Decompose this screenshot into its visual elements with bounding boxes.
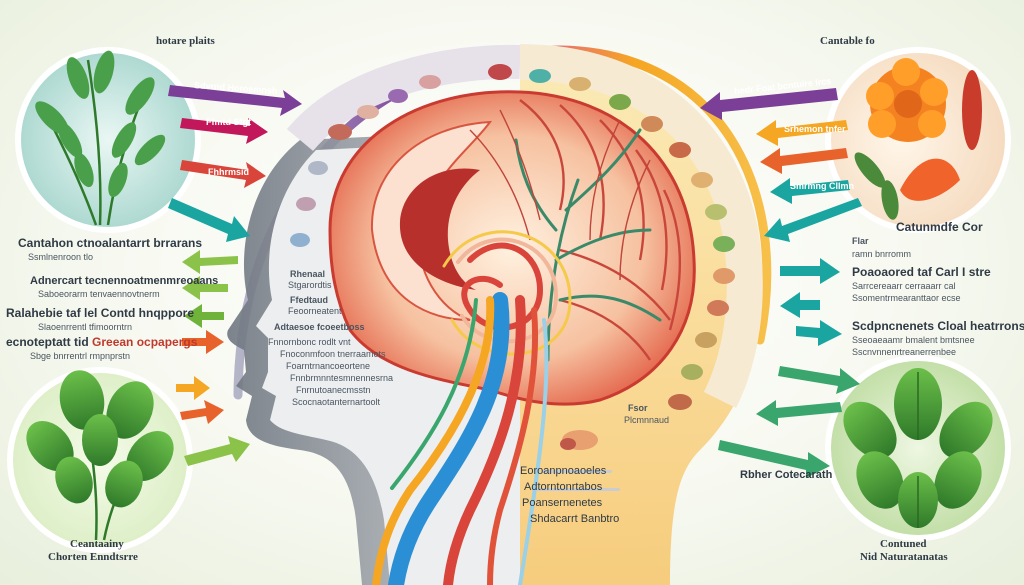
right-small-2: ramn bnrromm bbox=[852, 249, 912, 259]
right-sub-2a: Sarrcereaarr cerraaarr cal bbox=[852, 281, 956, 291]
fern-herb-icon bbox=[15, 47, 201, 233]
left-sub-1: Ssmlnenroon tlo bbox=[28, 252, 94, 262]
bottom-label-1: Eoroanpnoaoeles bbox=[520, 465, 607, 477]
center-text-4: Foarntrnancoeortene bbox=[286, 361, 371, 371]
right-small-1: Flar bbox=[852, 236, 869, 246]
center-text-1: Adtaesoe fcoeetboss bbox=[274, 322, 365, 332]
left-heading-3: Ralahebie taf lel Contd hnqppore bbox=[6, 306, 195, 320]
left-arrow-3-label: Fhhrmsid bbox=[208, 167, 250, 177]
left-heading-4: ecnoteptatt tid Greean ocpapergs bbox=[6, 336, 197, 348]
bottom-label-2: Adtorntonrtabos bbox=[524, 481, 603, 493]
center-text-3: Fnoconmfoon tnerraamots bbox=[280, 349, 386, 359]
basil-leaves-icon bbox=[825, 355, 1011, 541]
bottom-left-label-2: Chorten Enndtsrre bbox=[48, 551, 138, 563]
left-heading-4-text: ecnoteptatt tid bbox=[6, 335, 89, 349]
brain-fold-dark bbox=[399, 168, 480, 290]
right-sub-3a: Sseoaeaamr bmalent bmtsnee bbox=[852, 335, 975, 345]
left-heading-4-red: Greean ocpapergs bbox=[92, 335, 198, 349]
head-label-4: Feoorneatent bbox=[288, 306, 342, 316]
filler-lines bbox=[536, 470, 620, 491]
leafy-herb-icon bbox=[7, 367, 193, 553]
brain-stem-bundle bbox=[372, 292, 549, 585]
left-sub-2: Saboeorarm tenvaennovtnerm bbox=[38, 289, 160, 299]
head-label-1: Rhenaal bbox=[290, 269, 326, 279]
right-heading-3: Scdpncnenets Cloal heatrrons bbox=[852, 319, 1024, 333]
center-text-6: Fnrnutoanecmsstn bbox=[296, 385, 371, 395]
center-text-2: Fnnornbonc rodlt vnt bbox=[268, 337, 351, 347]
bottom-label-3: Poansernenetes bbox=[522, 497, 603, 509]
left-sub-4: Sbge bnrrentrl rmpnprstn bbox=[30, 351, 131, 361]
bottom-right-label-2: Nid Naturatanatas bbox=[860, 551, 948, 563]
bottom-right-head-1: Fsor bbox=[628, 403, 648, 413]
bottom-left-label-1: Ceantaainy bbox=[70, 538, 124, 550]
right-heading-1: Catunmdfe Cor bbox=[896, 220, 983, 234]
head-label-3: Ffedtaud bbox=[290, 295, 328, 305]
head-label-2: Stgarordtis bbox=[288, 280, 332, 290]
right-arrow-2-label: Srhemon tnfer bbox=[784, 124, 846, 134]
center-text-7: Scocnaotanternartoolt bbox=[292, 397, 381, 407]
bottom-food-items bbox=[560, 430, 598, 450]
bottom-label-4: Shdacarrt Banbtro bbox=[530, 513, 620, 525]
marigold-flower-icon bbox=[825, 47, 1011, 233]
head-rim-band-left bbox=[286, 44, 521, 152]
top-right-title: Cantable fo bbox=[820, 35, 875, 47]
left-arrows bbox=[168, 85, 302, 466]
right-sub-3b: Sscnvnnenrtreanerrenbee bbox=[852, 347, 957, 357]
left-heading-2: Adnercart tecnennoatmenmreoaans bbox=[30, 275, 219, 287]
bottom-right-head-2: Plcmnnaud bbox=[624, 415, 670, 425]
right-sub-2b: Ssomentrmearanttaor ecse bbox=[852, 293, 961, 303]
center-text-5: Fnnbrmnntesmnennesrna bbox=[290, 373, 394, 383]
left-sub-3: Slaoenrrentl tfimoorntrn bbox=[38, 322, 133, 332]
brain-capillaries bbox=[469, 109, 651, 281]
rim-food-items bbox=[290, 64, 735, 410]
right-arrow-4-label: Rbher Cotecarath bbox=[740, 469, 833, 481]
head-rim-band-right bbox=[519, 44, 763, 409]
top-left-title: hotare plaits bbox=[156, 35, 215, 47]
right-arrows bbox=[700, 88, 862, 478]
left-heading-1: Cantahon ctnoalantarrt brrarans bbox=[18, 236, 203, 250]
right-arrow-3-label: Smrmng Cllmn bbox=[790, 181, 855, 191]
right-heading-2: Poaoaored taf Carl I stre bbox=[852, 265, 991, 279]
left-arrow-2-label: Ffmtd Sfgt bbox=[206, 117, 251, 127]
bottom-right-label-1: Contuned bbox=[880, 538, 927, 550]
